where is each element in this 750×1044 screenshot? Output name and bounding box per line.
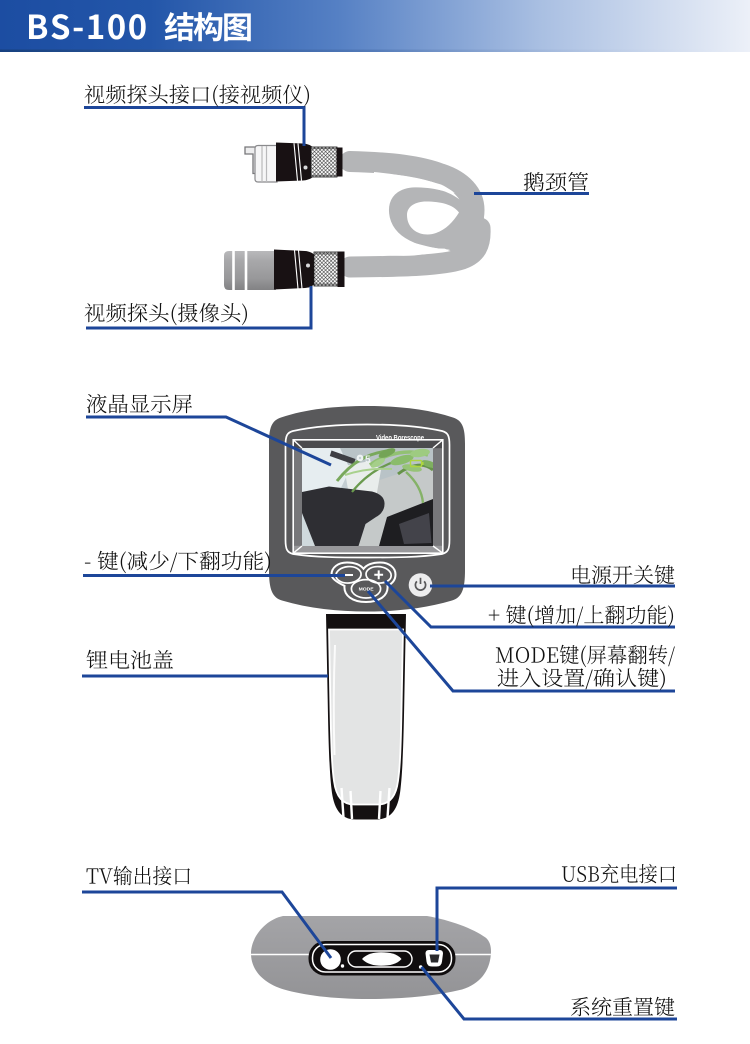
svg-text:Video Borescope: Video Borescope [376,435,424,442]
svg-text:5: 5 [365,455,371,466]
svg-text:MODE: MODE [359,586,374,591]
